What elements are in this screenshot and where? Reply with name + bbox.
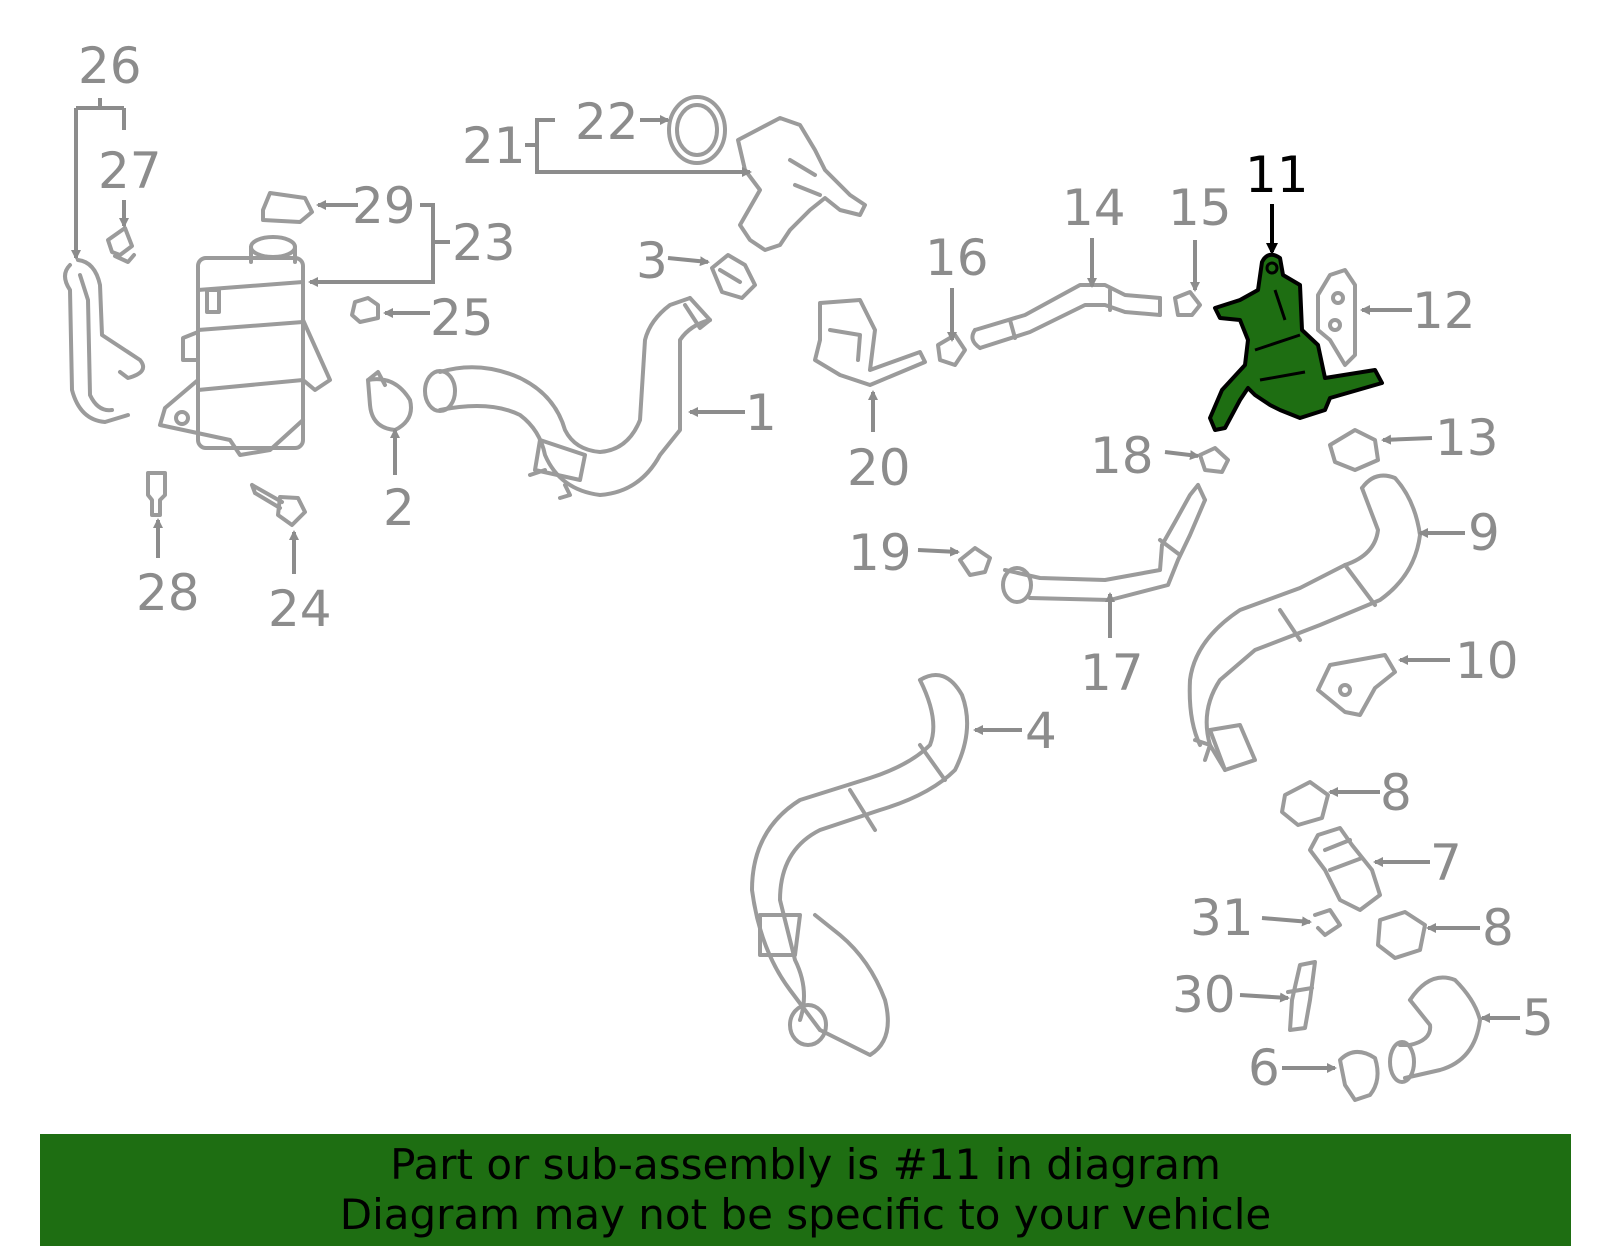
callout-23: 23 <box>452 214 516 272</box>
part-13-clamp <box>1328 428 1380 472</box>
callout-14: 14 <box>1062 179 1126 237</box>
callout-29: 29 <box>352 177 416 235</box>
callout-9: 9 <box>1468 504 1500 562</box>
callout-11: 11 <box>1245 146 1309 204</box>
part-18-clamp <box>1198 446 1230 474</box>
callout-4: 4 <box>1025 702 1057 760</box>
part-8-clamp-upper <box>1280 780 1330 827</box>
part-5-hose <box>1388 975 1482 1084</box>
part-23-reservoir <box>158 235 332 457</box>
callout-24: 24 <box>268 580 332 638</box>
part-25-nut <box>350 296 380 324</box>
callout-21: 21 <box>462 117 526 175</box>
part-20-hose <box>813 298 927 387</box>
callout-28: 28 <box>136 564 200 622</box>
part-19-clip <box>958 546 992 577</box>
part-6-clamp <box>1338 1050 1380 1102</box>
callout-labels: 26 27 22 21 29 23 25 3 16 14 15 11 12 1 … <box>78 37 1554 1097</box>
part-9-hose <box>1187 473 1422 772</box>
part-10-bracket <box>1316 653 1397 717</box>
banner-line-1: Part or sub-assembly is #11 in diagram <box>390 1140 1221 1189</box>
callout-22: 22 <box>575 93 639 151</box>
callout-2: 2 <box>383 479 415 537</box>
part-7-connector <box>1308 826 1382 912</box>
part-4-hose <box>750 673 970 1057</box>
part-26-pipe <box>63 258 145 424</box>
part-8-clamp-lower <box>1376 910 1427 960</box>
info-banner: Part or sub-assembly is #11 in diagram D… <box>40 1134 1571 1246</box>
banner-line-2: Diagram may not be specific to your vehi… <box>339 1190 1272 1239</box>
callout-10: 10 <box>1455 632 1519 690</box>
callout-17: 17 <box>1080 644 1144 702</box>
callout-3: 3 <box>636 232 668 290</box>
callout-12: 12 <box>1412 282 1476 340</box>
callout-16: 16 <box>925 229 989 287</box>
callout-7: 7 <box>1430 834 1462 892</box>
part-15-clip <box>1173 290 1202 317</box>
callout-13: 13 <box>1435 409 1499 467</box>
part-29-bracket <box>261 191 314 224</box>
callout-26: 26 <box>78 37 142 95</box>
part-22-oring <box>667 95 727 165</box>
part-30-sensor <box>1286 960 1317 1032</box>
part-1-hose <box>423 296 712 500</box>
callout-8-upper: 8 <box>1380 764 1412 822</box>
part-21-hose <box>736 116 867 252</box>
callout-25: 25 <box>430 289 494 347</box>
part-17-hose <box>1001 483 1207 604</box>
part-2-clamp <box>366 370 413 432</box>
callout-5: 5 <box>1522 989 1554 1047</box>
part-28-clip <box>146 471 167 517</box>
callout-20: 20 <box>847 439 911 497</box>
part-27-clip <box>106 226 136 264</box>
callout-18: 18 <box>1090 427 1154 485</box>
callout-6: 6 <box>1248 1039 1280 1097</box>
callout-1: 1 <box>745 384 777 442</box>
callout-31: 31 <box>1190 889 1254 947</box>
part-14-hose <box>970 283 1162 350</box>
part-3-clamp <box>710 253 757 300</box>
part-24-bolt <box>250 483 307 527</box>
callout-19: 19 <box>848 524 912 582</box>
callout-30: 30 <box>1172 966 1236 1024</box>
callout-arrows <box>76 98 1520 1073</box>
part-31-clip <box>1313 908 1342 937</box>
callout-27: 27 <box>98 142 162 200</box>
part-12-gasket <box>1316 268 1357 367</box>
callout-8-lower: 8 <box>1482 899 1514 957</box>
callout-15: 15 <box>1168 179 1232 237</box>
